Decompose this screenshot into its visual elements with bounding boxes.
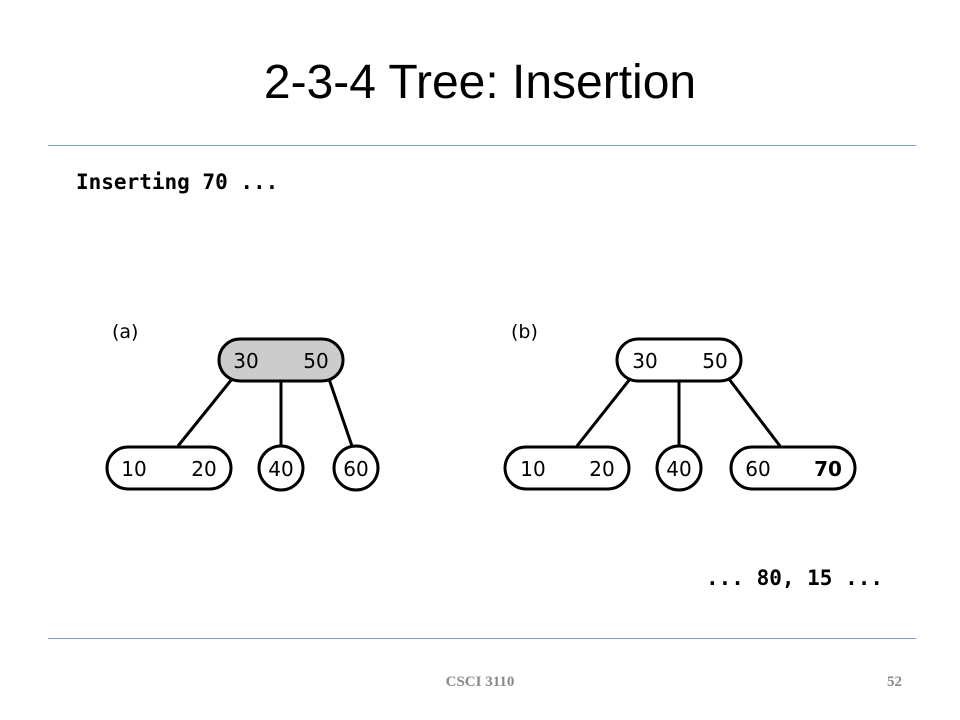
diagram-b-edge-left	[575, 378, 632, 447]
diagram-b-right-key-2-inserted: 70	[814, 457, 842, 481]
diagram-b: (b) 30 50 10 20 40 60 70	[503, 321, 857, 492]
diagram-b-right-node	[729, 445, 857, 491]
diagram-b-label: (b)	[511, 321, 538, 343]
diagram-b-root-key-1: 30	[632, 349, 657, 373]
diagram-b-right-key-1: 60	[745, 457, 770, 481]
top-divider	[48, 145, 916, 146]
diagram-b-left-key-2: 20	[589, 457, 614, 481]
diagram-b-root-key-2: 50	[702, 349, 727, 373]
inserting-caption: Inserting 70 ...	[76, 170, 279, 194]
slide-title: 2-3-4 Tree: Insertion	[263, 56, 697, 109]
diagram-a-middle-node	[257, 444, 305, 492]
bottom-divider	[48, 638, 916, 639]
diagram-b-middle-node	[655, 444, 703, 492]
diagram-a-left-key-1: 10	[121, 457, 146, 481]
diagram-b-edge-right	[727, 378, 782, 447]
diagram-a-edge-left	[176, 378, 234, 447]
diagram-b-left-key-1: 10	[520, 457, 545, 481]
footer-page-number: 52	[887, 674, 902, 690]
diagram-b-root-node	[615, 337, 743, 383]
diagram-a-label: (a)	[112, 321, 138, 343]
diagram-a: (a) 30 50 10 20 40 60	[105, 321, 380, 492]
diagram-a-left-key-2: 20	[191, 457, 216, 481]
diagram-a-right-key: 60	[343, 457, 368, 481]
diagram-a-left-node	[105, 445, 233, 491]
footer-course: CSCI 3110	[445, 674, 515, 690]
diagram-a-right-node	[332, 444, 380, 492]
diagram-b-left-node	[503, 445, 631, 491]
diagram-a-middle-key: 40	[268, 457, 293, 481]
next-insertions-caption: ... 80, 15 ...	[706, 566, 884, 590]
diagram-b-middle-key: 40	[666, 457, 691, 481]
diagram-a-root-node	[217, 337, 345, 383]
diagram-a-edge-right	[327, 378, 354, 447]
diagram-a-root-key-1: 30	[233, 349, 258, 373]
diagram-a-root-key-2: 50	[303, 349, 328, 373]
